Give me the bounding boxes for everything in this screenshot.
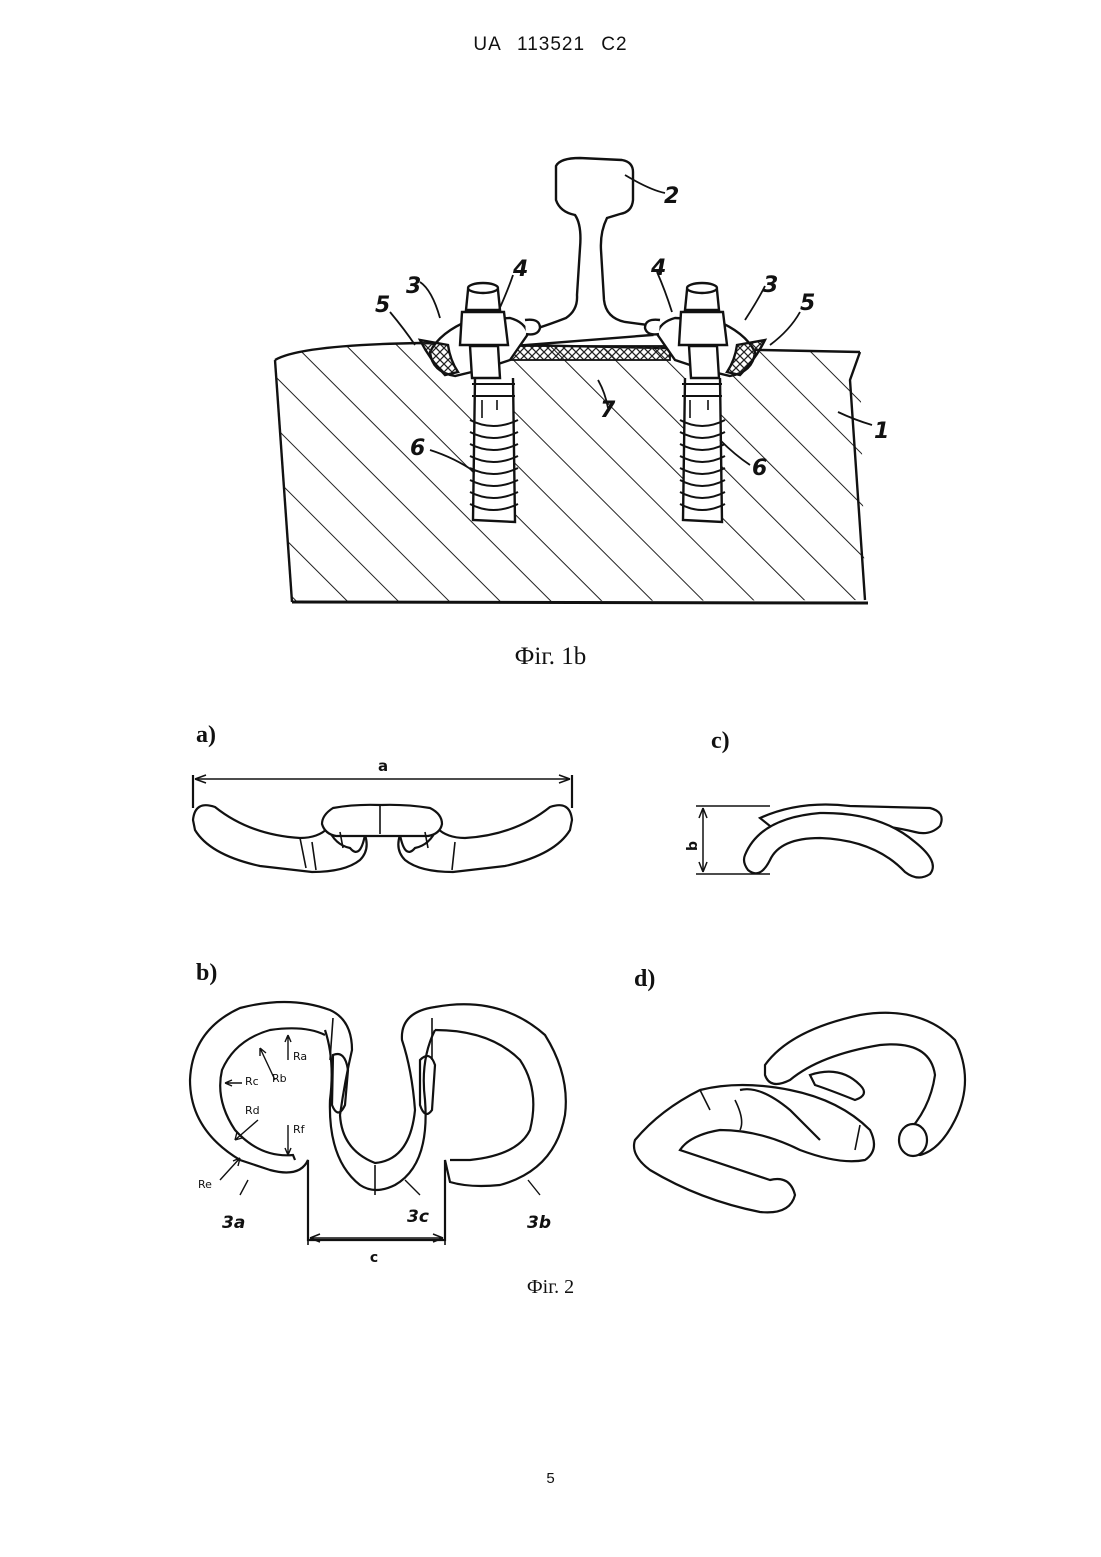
radius-rc-label: Rc: [245, 1075, 259, 1088]
fig2a-drawing: [193, 775, 572, 872]
panel-c-label: c): [711, 728, 730, 755]
fig2b-drawing: [190, 1002, 566, 1245]
numeral-5-left: 5: [375, 293, 390, 318]
fig2c-drawing: [696, 805, 942, 878]
radius-rb-label: Rb: [272, 1072, 287, 1085]
sleeper-block: [250, 330, 890, 620]
fig2d-drawing: [634, 1013, 965, 1213]
numeral-6-right: 6: [752, 456, 767, 481]
fig1b-drawing: [250, 158, 890, 620]
dimension-a-label: a: [378, 757, 388, 775]
dimension-b-label: b: [685, 841, 701, 851]
radius-rf-label: Rf: [293, 1123, 306, 1136]
page-number: 5: [0, 1470, 1101, 1487]
part-3b-label: 3b: [527, 1213, 551, 1233]
panel-d-label: d): [634, 966, 655, 993]
numeral-4-right: 4: [650, 256, 666, 281]
radius-ra-label: Ra: [293, 1050, 307, 1063]
numeral-1: 1: [874, 419, 889, 444]
rail-pad: [505, 346, 670, 360]
radius-rd-label: Rd: [245, 1104, 260, 1117]
radius-re-label: Re: [198, 1178, 212, 1191]
numeral-3-left: 3: [406, 274, 421, 299]
fig2b-radius-labels: Ra Rb Rc Rd Re Rf: [198, 1050, 307, 1191]
numeral-6-left: 6: [410, 436, 425, 461]
figure-1b-caption: Фіг. 1b: [0, 643, 1101, 671]
numeral-5-right: 5: [800, 291, 815, 316]
part-3a-label: 3a: [222, 1213, 245, 1233]
panel-a-label: a): [196, 722, 216, 749]
panel-b-label: b): [196, 960, 217, 987]
rail: [510, 158, 652, 346]
fig2b-part-labels: 3a 3c 3b: [222, 1207, 551, 1233]
numeral-4-left: 4: [512, 257, 528, 282]
dimension-c-label: c: [370, 1250, 378, 1266]
part-3c-label: 3c: [407, 1207, 429, 1227]
figure-2-caption: Фіг. 2: [0, 1276, 1101, 1299]
numeral-3-right: 3: [763, 273, 778, 298]
numeral-2: 2: [664, 184, 679, 209]
numeral-7: 7: [600, 398, 616, 423]
